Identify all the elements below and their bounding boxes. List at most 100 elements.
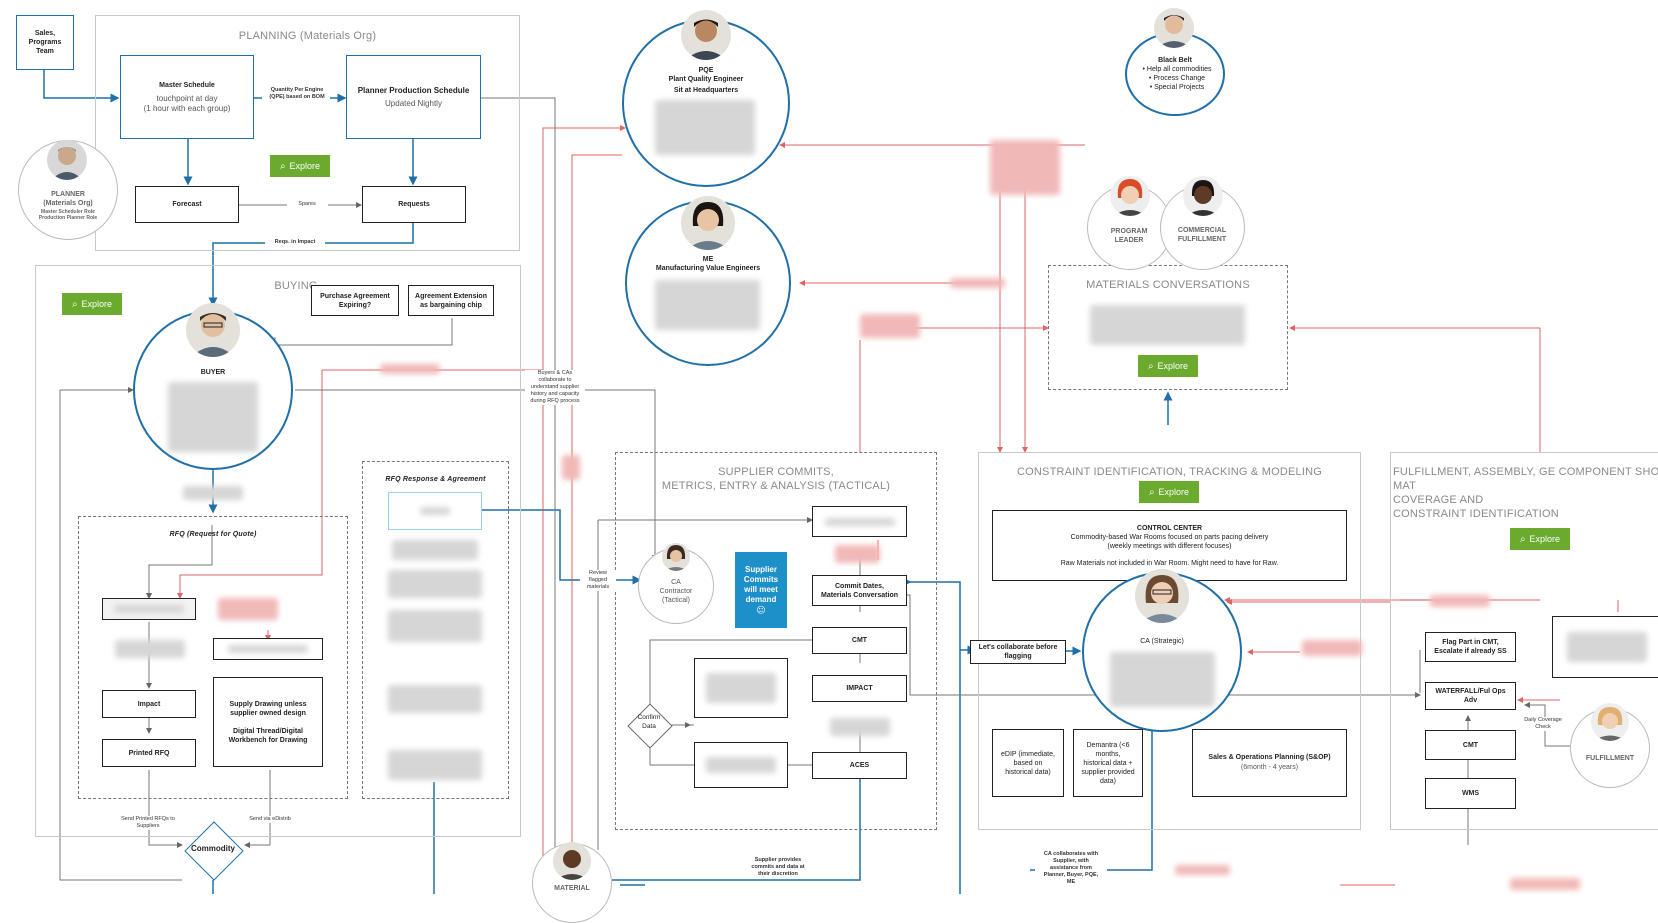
flag-node-blurred [824,517,895,526]
buyer-avatar [186,303,240,357]
blurred-process-node-2[interactable] [694,742,788,788]
commercial-fulfillment-avatar [1183,176,1223,216]
fulfillment-region: FULFILLMENT, ASSEMBLY, GE COMPONENT SHOP… [1390,452,1658,830]
commit-dates-node[interactable]: Commit Dates, Materials Conversation [812,575,907,606]
confirm-data-diamond[interactable]: Confirm Data [626,702,673,749]
sop-node[interactable]: Sales & Operations Planning (S&OP) (6mon… [1192,729,1347,797]
aces-node[interactable]: ACES [812,752,907,779]
me-details-blurred [655,280,760,330]
google-suppliers-node[interactable] [213,638,323,660]
commit-dates-label: Commit Dates, Materials Conversation [820,582,899,599]
buyer-output-blurred [183,486,243,500]
impact-below-blurred [830,718,890,736]
planning-title: PLANNING (Materials Org) [238,30,377,42]
sales-label: Sales, Programs Team [28,30,62,55]
buying-region: BUYING [35,265,521,837]
rfq-response-top-node[interactable] [388,492,482,530]
cmt-supplier-label: CMT [851,637,868,644]
qpe-label: Quantity Per Engine (QPE) based on BOM [269,87,325,100]
confirm-data-label: Confirm Data [637,714,661,730]
planner-avatar [47,140,87,180]
program-leader-avatar [1110,176,1150,216]
control-center-line1: Commodity-based War Rooms focused on par… [1070,533,1269,550]
black-belt-circle[interactable] [1125,32,1225,116]
bottom-red-note-1 [1175,865,1230,875]
purchase-agreement-label: Purchase Agreement Expiring? [320,292,390,309]
rfq-response-region: RFQ Response & Agreement [362,461,509,799]
constraint-title: CONSTRAINT IDENTIFICATION, TRACKING & MO… [1016,466,1322,478]
supply-drawing-node[interactable]: Supply Drawing unless supplier owned des… [213,677,323,767]
master-schedule-node[interactable]: Master Schedule touchpoint at day (1 hou… [120,55,254,139]
supplier-provides-label: Supplier provides commits and data at th… [745,857,811,878]
buyer-title: BUYER [200,369,226,376]
rfq-node-blurred [114,605,184,613]
fulfillment-red-note [1430,595,1490,607]
ca-collaborates-label: CA collaborates with Supplier, with assi… [1035,851,1107,886]
materials-conversations-title: MATERIALS CONVERSATIONS [1086,279,1250,291]
materials-conversations-region: MATERIALS CONVERSATIONS [1048,265,1288,390]
rfq-response-stack-1 [392,540,478,560]
explore-button-planning[interactable]: ⌕Explore [270,155,330,177]
edip-node[interactable]: eDIP (immediate, based on historical dat… [992,729,1064,797]
explore-label: Explore [81,299,113,309]
printed-rfq-node[interactable]: Printed RFQ [102,739,196,767]
waterfall-node[interactable]: WATERFALL/Ful Ops Adv [1425,682,1516,710]
explore-button-buying[interactable]: ⌕Explore [62,293,122,315]
buying-title: BUYING [274,280,318,292]
blurred-process-node-1[interactable] [694,658,788,718]
planner-production-schedule-node[interactable]: Planner Production Schedule Updated Nigh… [346,55,481,139]
rfq-selected-suppliers-node[interactable] [102,598,196,620]
rfq-response-stack-4 [388,685,482,713]
flag-part-label: Flag Part in CMT, Escalate if already SS [1434,639,1507,655]
explore-label: Explore [1529,534,1561,544]
commodity-label: Commodity [191,844,235,853]
impact-supplier-node[interactable]: IMPACT [812,675,907,702]
cmt-fulfillment-node[interactable]: CMT [1425,730,1516,760]
forecast-node[interactable]: Forecast [135,186,239,223]
flag-in-cmt-node[interactable] [812,506,907,537]
agreement-extension-node[interactable]: Agreement Extension as bargaining chip [408,285,494,316]
pqe-title: PQE Plant Quality Engineer [668,67,744,83]
requests-node[interactable]: Requests [362,186,466,223]
wms-label: WMS [1461,790,1480,797]
rfq-response-title: RFQ Response & Agreement [385,476,486,483]
rfq-response-blurred [420,507,450,515]
forecast-label: Forecast [172,201,202,208]
explore-button-fulfillment[interactable]: ⌕Explore [1510,528,1570,550]
supplier-commits-box[interactable]: Supplier Commits will meet demand 😐 [735,552,787,628]
rfq-region: RFQ (Request for Quote) [78,516,348,799]
aces-label: ACES [849,762,870,769]
planner-title: PLANNER (Materials Org) [43,191,93,207]
buyers-cas-note: Buyers & CAs collaborate to understand s… [525,370,585,405]
edip-label: eDIP (immediate, based on historical dat… [1001,750,1055,776]
magnifier-icon: ⌕ [1148,486,1155,498]
reqs-in-impact-label: Reqs. in Impact [265,239,325,246]
demantra-node[interactable]: Demantra (<6 months, historical data + s… [1073,729,1143,797]
explore-button-materials[interactable]: ⌕Explore [1138,355,1198,377]
red-note-blurred-2 [950,278,1005,288]
purchase-agreement-node[interactable]: Purchase Agreement Expiring? [311,285,399,316]
lets-collaborate-node[interactable]: Let's collaborate before flagging [970,640,1066,664]
fulfillment-blurred-node[interactable] [1552,616,1658,678]
pqe-avatar [681,10,731,60]
spares-label: Spares [287,201,327,208]
requests-label: Requests [398,201,430,208]
commercial-fulfillment-label: COMMERCIAL FULFILLMENT [1177,227,1227,243]
ca-strategic-label: CA (Strategic) [1140,638,1184,645]
explore-button-constraint[interactable]: ⌕Explore [1139,481,1199,503]
supplier-commits-label: Supplier Commits will meet demand [743,565,779,604]
sales-programs-team[interactable]: Sales, Programs Team [16,15,74,70]
demantra-label: Demantra (<6 months, historical data + s… [1081,741,1135,785]
planner-sub: Master Scheduler Role Production Planner… [38,209,98,221]
wms-node[interactable]: WMS [1425,778,1516,809]
flag-part-node[interactable]: Flag Part in CMT, Escalate if already SS [1425,632,1516,662]
commodity-diamond[interactable]: Commodity [183,820,244,881]
material-label: MATERIAL [554,885,590,892]
red-note-blurred-1 [990,140,1060,195]
control-center-title: CONTROL CENTER [1136,524,1203,532]
impact-buying-node[interactable]: Impact [102,690,196,718]
planning-region: PLANNING (Materials Org) [95,15,520,251]
cmt-supplier-node[interactable]: CMT [812,627,907,654]
sop-sub: (6month - 4 years) [1240,764,1299,771]
rfq-response-stack-3 [388,610,482,642]
